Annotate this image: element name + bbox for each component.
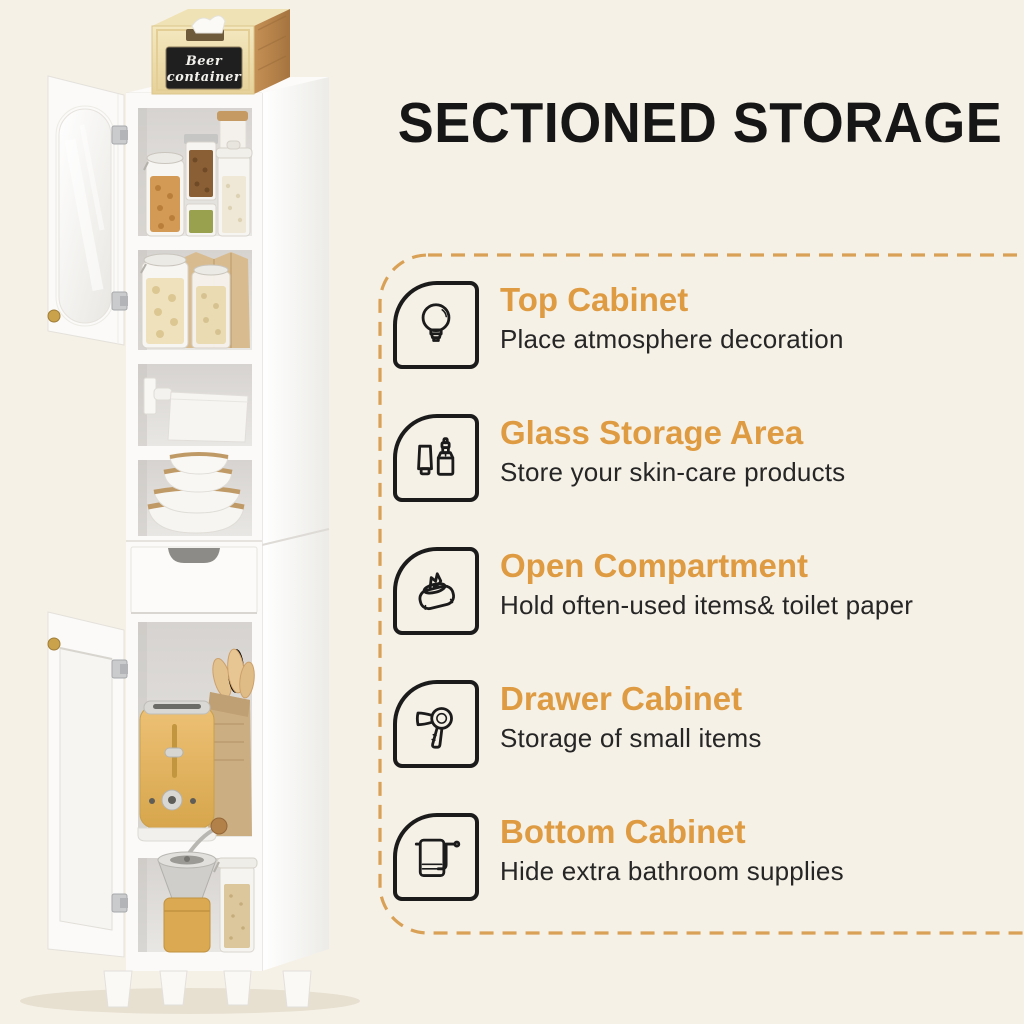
- feature-row-top-cabinet: Top Cabinet Place atmosphere decoration: [393, 281, 844, 369]
- box-label-line2: container: [167, 70, 242, 85]
- hairdryer-icon: [393, 680, 479, 768]
- box-label-line1: Beer: [185, 54, 223, 69]
- floor-shadow: [20, 988, 360, 1014]
- drawer: [130, 546, 258, 614]
- feature-title: Glass Storage Area: [500, 414, 804, 451]
- door-knob: [47, 637, 61, 651]
- feature-subtitle: Hold often-used items& toilet paper: [500, 589, 914, 620]
- toaster: [137, 700, 217, 842]
- lightbulb-icon: [393, 281, 479, 369]
- top-wooden-box: Beer container: [151, 9, 290, 95]
- skincare-icon: [393, 414, 479, 502]
- pasta-jars: [140, 252, 250, 349]
- tissue: [191, 15, 226, 34]
- cabinet-legs: [103, 970, 312, 1008]
- feature-subtitle: Storage of small items: [500, 722, 762, 753]
- feature-row-bottom-cabinet: Bottom Cabinet Hide extra bathroom suppl…: [393, 813, 844, 901]
- lower-door: [47, 611, 128, 958]
- upper-glass-door: [47, 75, 128, 346]
- door-hinge: [111, 659, 128, 913]
- features-list: Top Cabinet Place atmosphere decoration …: [378, 253, 1024, 933]
- towel-icon: [393, 813, 479, 901]
- storage-cabinet-photo: Beer container: [20, 9, 360, 1014]
- feature-subtitle: Place atmosphere decoration: [500, 323, 844, 354]
- door-hinge: [111, 125, 128, 311]
- toilet-paper-holder: [143, 377, 249, 443]
- feature-title: Open Compartment: [500, 547, 809, 584]
- feature-row-drawer-cabinet: Drawer Cabinet Storage of small items: [393, 680, 762, 768]
- wipes-icon: [393, 547, 479, 635]
- feature-subtitle: Hide extra bathroom supplies: [500, 855, 844, 886]
- page-title: SECTIONED STORAGE: [397, 91, 1003, 155]
- feature-title: Drawer Cabinet: [500, 680, 743, 717]
- feature-row-glass-storage: Glass Storage Area Store your skin-care …: [393, 414, 845, 502]
- snack-jars: [143, 111, 253, 237]
- grain-jar: [213, 857, 258, 953]
- door-knob: [47, 309, 61, 323]
- feature-title: Bottom Cabinet: [500, 813, 746, 850]
- coffee-grinder: [157, 817, 228, 953]
- feature-row-open-compartment: Open Compartment Hold often-used items& …: [393, 547, 913, 635]
- bowls-stack: [147, 452, 245, 534]
- bread-bag: [208, 648, 255, 836]
- feature-title: Top Cabinet: [500, 281, 689, 318]
- chalkboard-label: Beer container: [165, 46, 243, 90]
- feature-subtitle: Store your skin-care products: [500, 456, 846, 487]
